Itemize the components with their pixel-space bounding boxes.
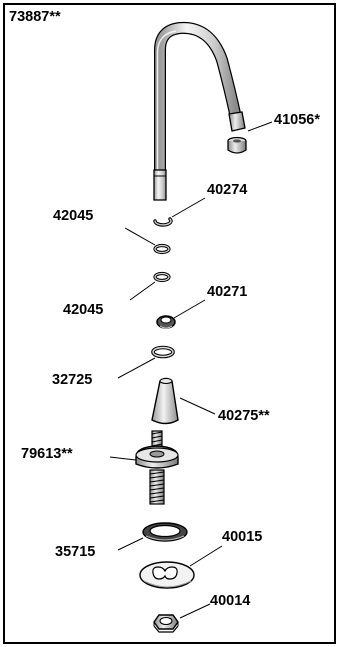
- label-snap-ring: 40274: [207, 182, 248, 198]
- label-spout: 73887**: [9, 9, 61, 25]
- leader-snap-ring: [171, 197, 206, 218]
- spout-part: [153, 21, 246, 201]
- o-ring-lower-part: [153, 271, 171, 283]
- label-gasket: 35715: [55, 544, 96, 560]
- leader-gasket: [117, 537, 144, 551]
- leader-shank: [109, 456, 137, 461]
- leader-washer-small: [117, 357, 156, 379]
- label-shank: 79613**: [21, 446, 73, 462]
- leader-o-ring-upper: [124, 227, 156, 246]
- leader-o-ring-lower: [129, 281, 156, 301]
- label-hex-nut: 40014: [210, 593, 251, 609]
- shank-part: [135, 430, 179, 505]
- washer-small-part: [151, 345, 175, 359]
- label-washer-small: 32725: [52, 372, 93, 388]
- label-aerator: 41056*: [274, 112, 320, 128]
- hex-nut-part: [153, 614, 179, 633]
- label-retaining-ring: 40271: [207, 284, 248, 300]
- label-cone-cover: 40275**: [218, 408, 270, 424]
- label-lock-plate: 40015: [222, 529, 263, 545]
- leader-aerator: [247, 121, 273, 132]
- leader-cone-cover: [179, 397, 216, 415]
- leader-hex-nut: [179, 603, 211, 619]
- cone-cover-part: [151, 377, 179, 425]
- lock-plate-part: [139, 561, 195, 589]
- label-o-ring-upper: 42045: [53, 208, 94, 224]
- aerator-part: [227, 136, 247, 154]
- gasket-part: [142, 522, 188, 542]
- retaining-ring-part: [156, 315, 176, 329]
- leader-lock-plate: [189, 545, 223, 567]
- diagram-border: [3, 3, 336, 644]
- snap-ring-part: [153, 217, 173, 227]
- leader-retaining-ring: [173, 299, 206, 319]
- label-o-ring-lower: 42045: [63, 302, 104, 318]
- o-ring-upper-part: [153, 243, 171, 255]
